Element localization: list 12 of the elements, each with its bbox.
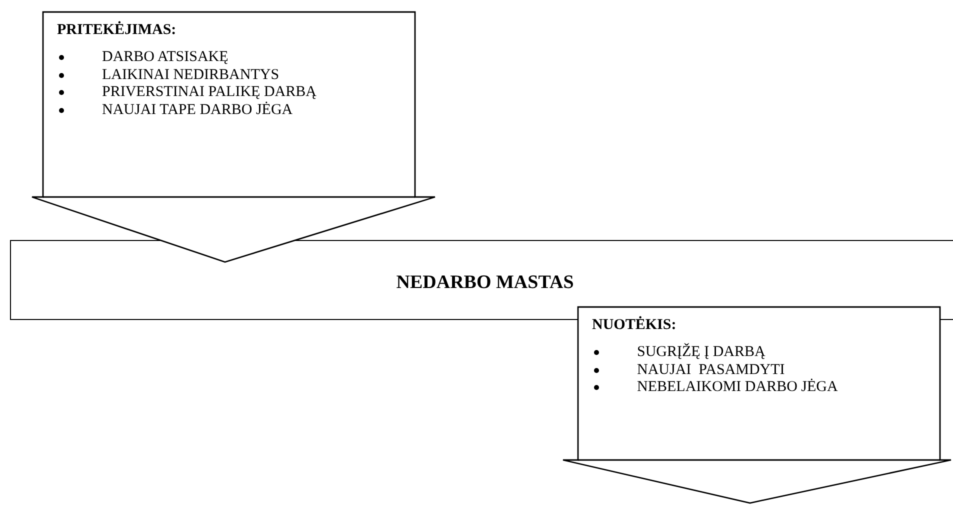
list-item: NEBELAIKOMI DARBO JĖGA xyxy=(592,379,926,396)
box-title: NEDARBO MASTAS xyxy=(396,272,574,294)
list-item: DARBO ATSISAKĘ xyxy=(57,49,401,66)
box-heading: NUOTĖKIS: xyxy=(592,317,678,334)
list-item: NAUJAI TAPE DARBO JĖGA xyxy=(57,102,401,119)
arrow-callout-box xyxy=(563,307,951,503)
arrow-callout-box xyxy=(32,12,435,262)
list-item: NAUJAI PASAMDYTI xyxy=(592,362,926,379)
list-item: LAIKINAI NEDIRBANTYS xyxy=(57,66,401,84)
box-heading: PRITEKĖJIMAS: xyxy=(57,22,178,39)
list-item: PRIVERSTINAI PALIKĘ DARBĄ xyxy=(57,84,401,102)
list-item: SUGRĮŽĘ Į DARBĄ xyxy=(592,344,926,362)
